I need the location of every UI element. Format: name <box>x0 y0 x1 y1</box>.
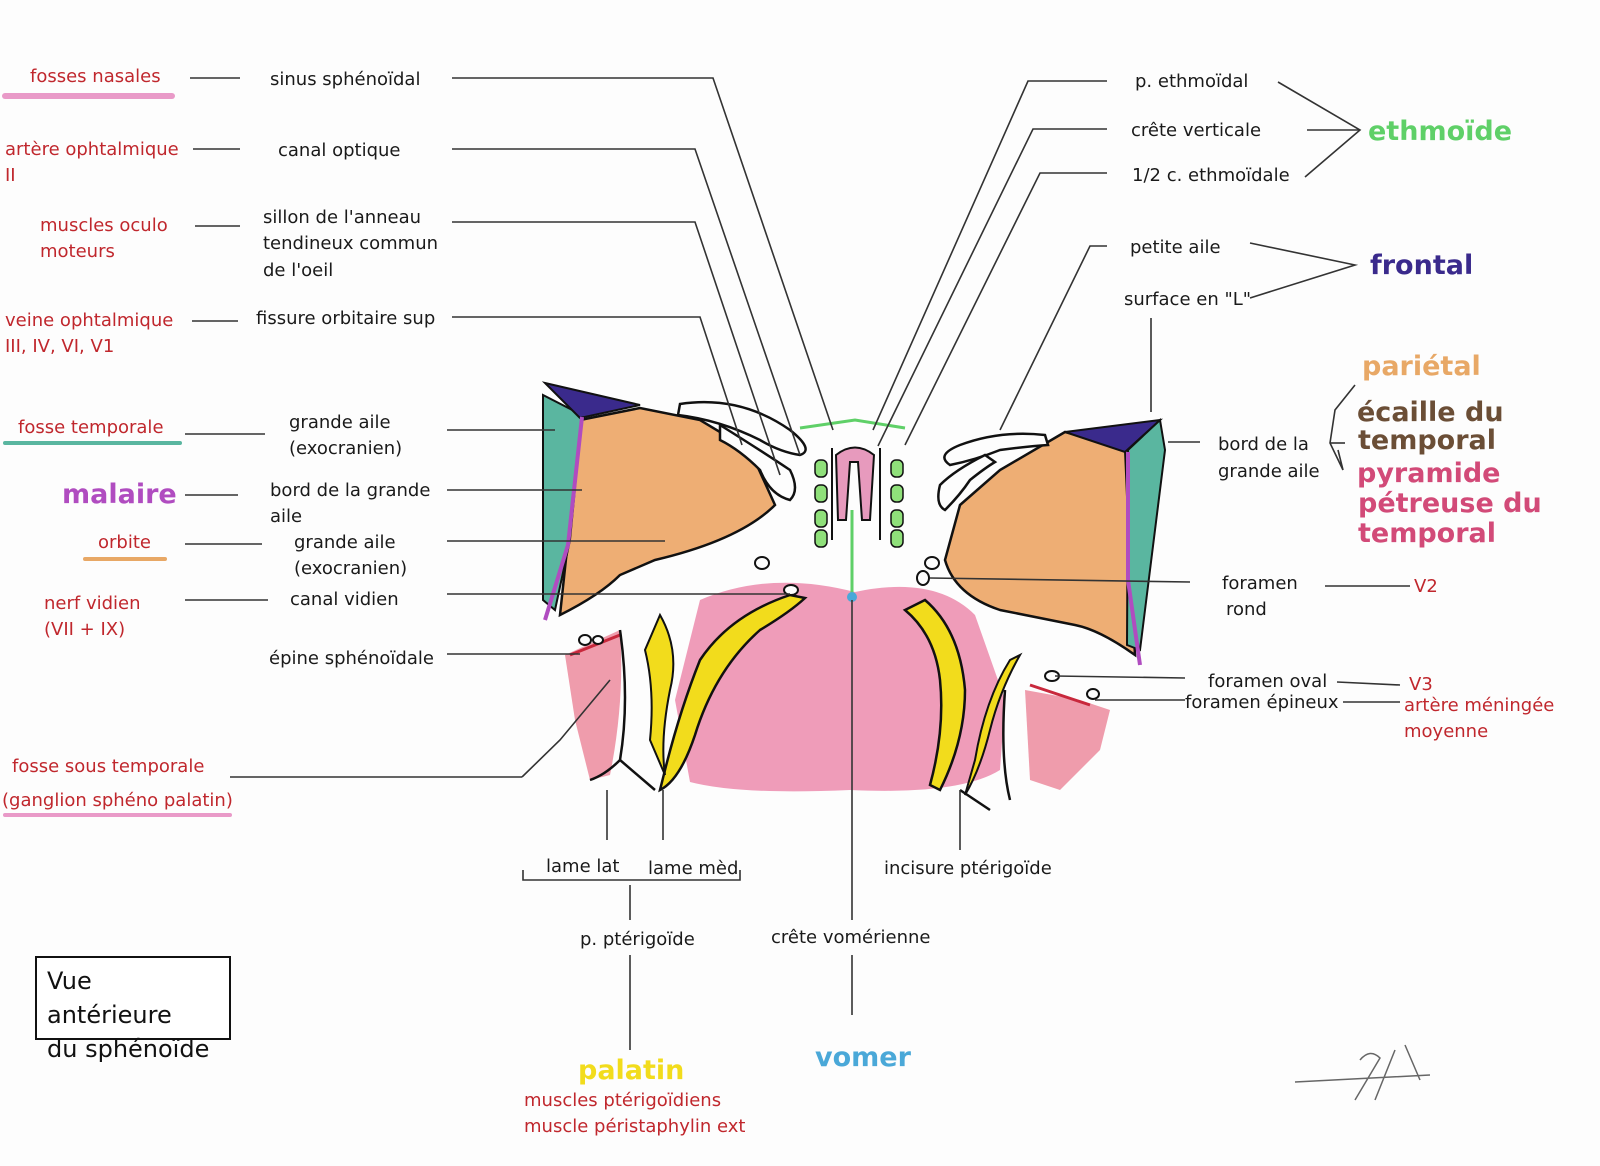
title-box: Vue antérieure du sphénoïde <box>35 956 231 1063</box>
frontal-tip-right <box>1064 418 1163 454</box>
relation-orbite: orbite <box>98 532 151 553</box>
great-wing-left <box>558 406 777 618</box>
label-grande-aile-1a: grande aile <box>289 412 391 433</box>
relation-fosse-st-1: fosse sous temporale <box>12 756 204 777</box>
bone-malaire: malaire <box>62 479 177 510</box>
label-petite-aile: petite aile <box>1130 237 1221 258</box>
bone-pyramide-2: pétreuse du <box>1358 488 1542 519</box>
orbital-fissure-left <box>718 422 797 502</box>
label-bord-2-right: grande aile <box>1218 461 1320 482</box>
label-sinus: sinus sphénoïdal <box>270 69 420 90</box>
label-canal-optique: canal optique <box>278 140 401 161</box>
label-foramen-rond-2: rond <box>1226 599 1267 620</box>
relation-artere-ophtalmique: artère ophtalmique <box>5 139 179 160</box>
relation-muscles-pterigoidiens: muscles ptérigoïdiens <box>524 1090 721 1111</box>
label-incisure: incisure ptérigoïde <box>884 858 1052 879</box>
relation-v3: V3 <box>1409 674 1433 695</box>
label-foramen-rond-1: foramen <box>1222 573 1298 594</box>
bone-ecaille-1: écaille du <box>1357 397 1504 428</box>
relation-fosse-temporale: fosse temporale <box>18 417 164 438</box>
label-demi-c: 1/2 c. ethmoïdale <box>1132 165 1290 186</box>
label-bord-1-right: bord de la <box>1218 434 1309 455</box>
relation-nerf-1: nerf vidien <box>44 593 141 614</box>
zygomatic-border-right <box>1126 452 1142 666</box>
label-p-pterigoide: p. ptérigoïde <box>580 929 695 950</box>
subtemporal-left <box>565 630 622 780</box>
label-grande-aile-2a: grande aile <box>294 532 396 553</box>
bone-frontal: frontal <box>1370 250 1473 281</box>
bone-vomer: vomer <box>815 1042 912 1073</box>
subtemporal-right <box>1025 690 1110 790</box>
bone-pyramide-1: pyramide <box>1357 458 1501 489</box>
label-foramen-oval: foramen oval <box>1208 671 1327 692</box>
label-surface-l: surface en "L" <box>1124 289 1251 310</box>
sphenoid-body <box>675 582 1005 792</box>
rostrum <box>834 446 876 521</box>
label-fissure: fissure orbitaire sup <box>256 308 435 329</box>
label-lame-lat: lame lat <box>546 856 619 877</box>
relation-v2: V2 <box>1414 576 1438 597</box>
relation-fosses-nasales: fosses nasales <box>30 66 161 87</box>
bone-palatin: palatin <box>578 1055 684 1086</box>
relation-muscles-1: muscles oculo <box>40 215 168 236</box>
label-lame-med: lame mèd <box>648 858 738 879</box>
relation-veine-1: veine ophtalmique <box>5 310 173 331</box>
relation-meningee-2: moyenne <box>1404 721 1488 742</box>
pterygoid-left-outline <box>589 629 656 791</box>
vomer-dot <box>847 592 857 602</box>
foramina <box>578 556 1100 700</box>
bone-parietal: pariétal <box>1362 351 1481 382</box>
relation-meningee-1: artère méningée <box>1404 695 1554 716</box>
bone-ecaille-2: temporal <box>1358 425 1496 456</box>
lesser-wing-right <box>943 432 1050 467</box>
signature <box>1294 1044 1431 1101</box>
label-sillon-1: sillon de l'anneau <box>263 207 421 228</box>
sinus-cells <box>814 459 904 548</box>
pterygoid-right-outline <box>959 689 1012 812</box>
relation-veine-2: III, IV, VI, V1 <box>5 336 114 357</box>
label-sillon-3: de l'oeil <box>263 260 333 281</box>
label-crete-verticale: crête verticale <box>1131 120 1261 141</box>
label-canal-vidien: canal vidien <box>290 589 399 610</box>
zygomatic-border-left <box>543 416 584 621</box>
label-crete-vomerienne: crête vomérienne <box>771 927 930 948</box>
great-wing-right <box>943 430 1137 658</box>
highlights <box>2 93 232 817</box>
bone-pyramide-3: temporal <box>1358 518 1496 549</box>
label-epine: épine sphénoïdale <box>269 648 434 669</box>
label-sillon-2: tendineux commun <box>263 233 438 254</box>
label-bord-1: bord de la grande <box>270 480 430 501</box>
label-p-ethmoidal: p. ethmoïdal <box>1135 71 1248 92</box>
label-grande-aile-2b: (exocranien) <box>294 558 407 579</box>
palatine-right-2 <box>964 652 1023 796</box>
label-foramen-epineux: foramen épineux <box>1185 692 1339 713</box>
title-line-2: du sphénoïde <box>47 1035 210 1063</box>
orbital-fissure-right <box>937 453 998 512</box>
petrous-border-right <box>1029 683 1091 707</box>
petrous-border-left <box>569 633 621 657</box>
relation-nerf-2: (VII + IX) <box>44 619 125 640</box>
frontal-tip-left <box>541 381 641 420</box>
bone-drawing <box>541 381 1167 812</box>
palatine-left-2 <box>643 612 675 776</box>
palatine-right <box>902 598 967 792</box>
relation-fosse-st-2: (ganglion sphéno palatin) <box>2 790 233 811</box>
label-grande-aile-1b: (exocranien) <box>289 438 402 459</box>
leader-lines <box>185 77 1410 1050</box>
palatine-left <box>658 593 808 793</box>
relation-muscles-2: moteurs <box>40 241 115 262</box>
bone-ethmoide: ethmoïde <box>1368 116 1512 147</box>
relation-muscle-peristaphylin: muscle péristaphylin ext <box>524 1116 745 1137</box>
label-bord-2: aile <box>270 506 302 527</box>
relation-artere-ophtalmique-2: II <box>5 165 16 186</box>
title-line-1: Vue antérieure <box>47 967 172 1029</box>
